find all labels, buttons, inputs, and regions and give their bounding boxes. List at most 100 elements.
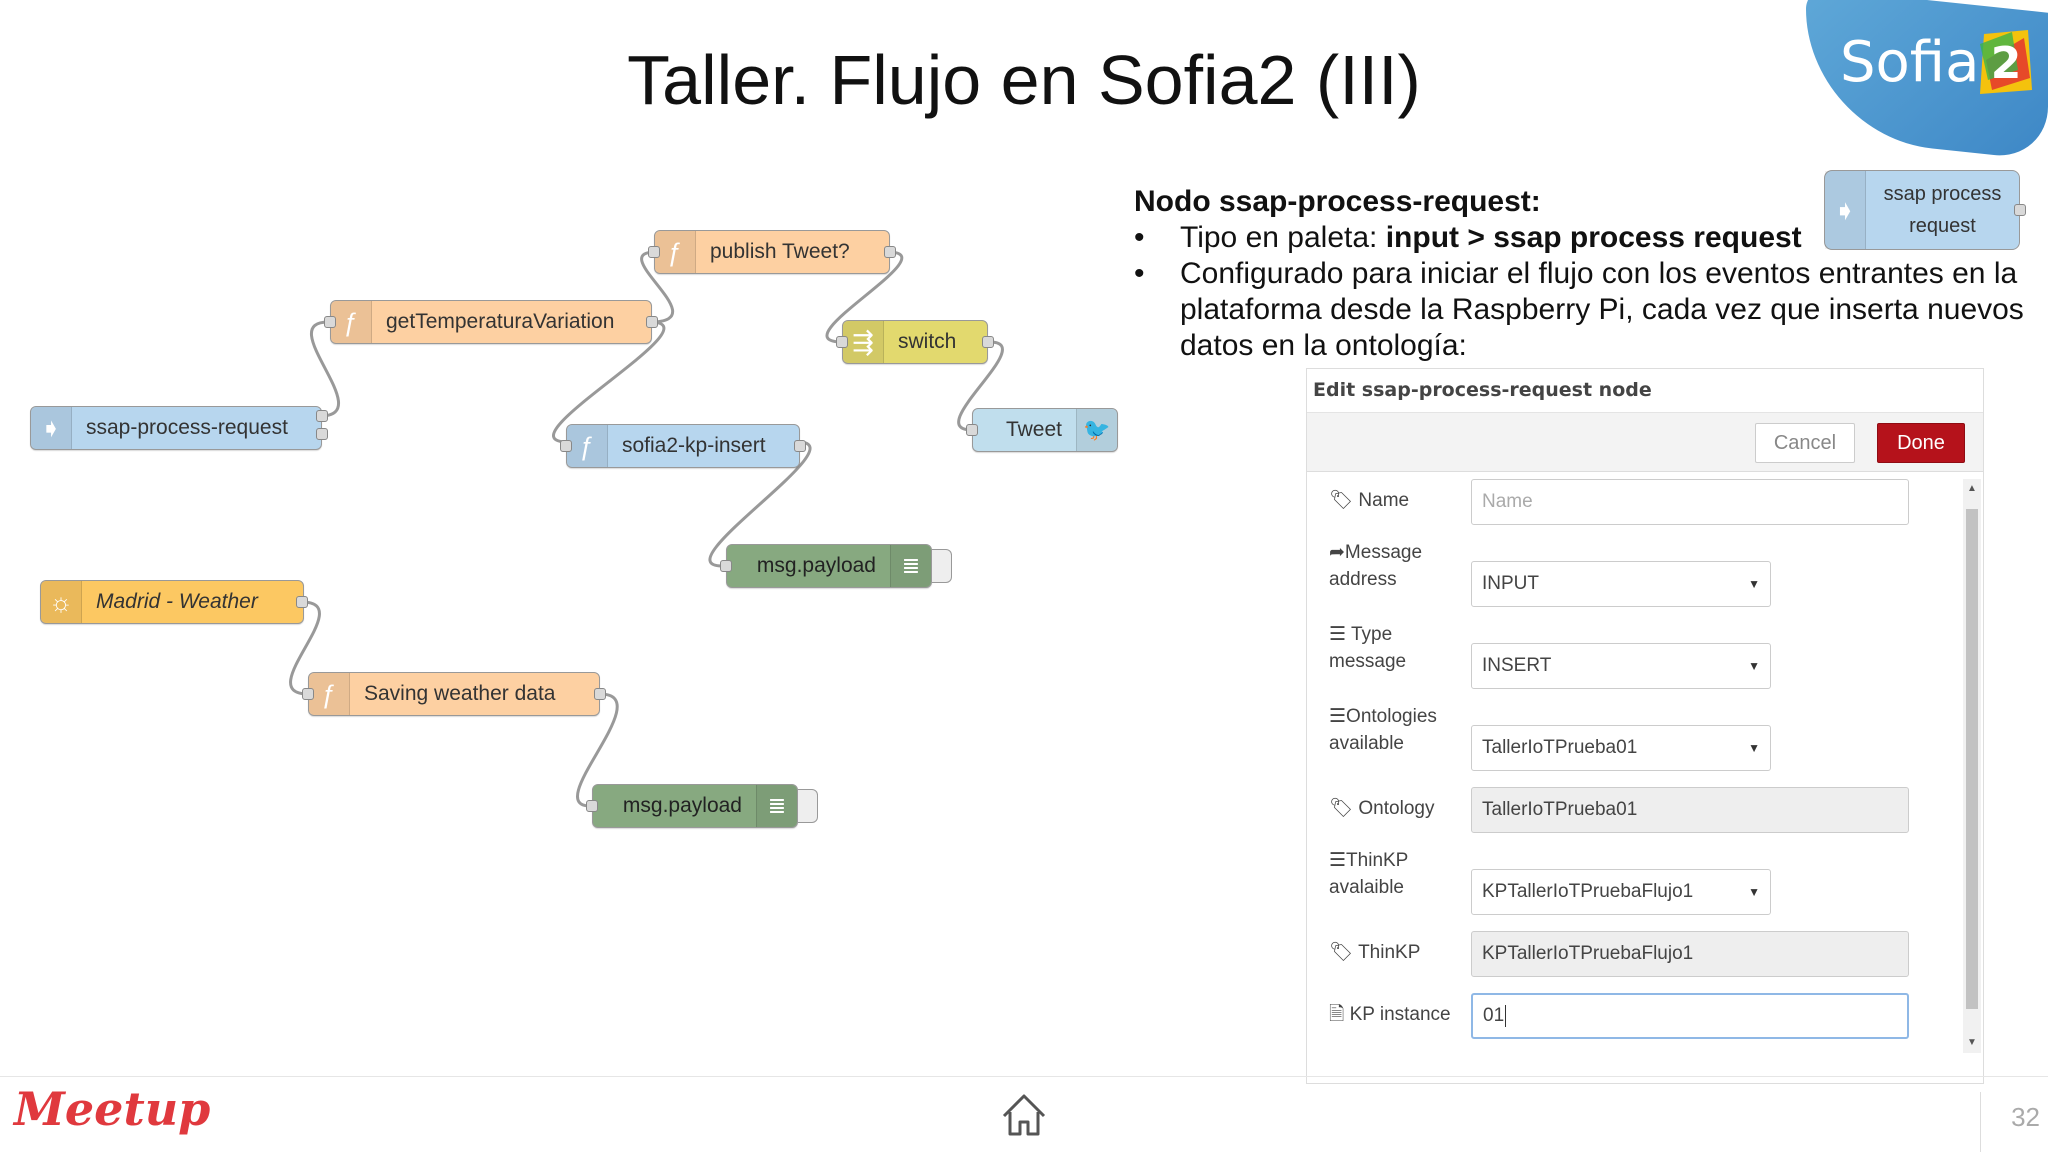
thinkp-select[interactable]: KPTallerIoTPruebaFlujo1▼ <box>1471 869 1771 915</box>
cancel-button[interactable]: Cancel <box>1755 423 1855 463</box>
description-list: Tipo en paleta: input > ssap process req… <box>1134 220 2034 364</box>
output-port[interactable] <box>982 336 994 348</box>
function-icon: ƒ <box>567 425 608 467</box>
input-port[interactable] <box>720 560 732 572</box>
select-value: INSERT <box>1482 655 1552 676</box>
wire-saving-to-debug <box>576 692 619 808</box>
home-icon[interactable] <box>1000 1092 1048 1138</box>
done-button[interactable]: Done <box>1877 423 1965 463</box>
name-input[interactable]: Name <box>1471 479 1909 525</box>
node-label: getTemperaturaVariation <box>386 310 615 333</box>
bullet-text: Tipo en paleta: <box>1180 221 1386 254</box>
flow-canvas[interactable]: ƒ publish Tweet? ƒ getTemperaturaVariati… <box>0 200 1140 860</box>
output-port-1[interactable] <box>316 410 328 422</box>
input-port[interactable] <box>302 688 314 700</box>
ontologies-select[interactable]: TallerIoTPrueba01 ▼ <box>1471 725 1771 771</box>
message-address-select[interactable]: INPUT▼ <box>1471 561 1771 607</box>
wire-publish-to-switch <box>825 250 904 344</box>
list-icon: ☰ <box>1329 706 1347 727</box>
footer-divider <box>0 1076 2048 1077</box>
chevron-down-icon: ▼ <box>1748 741 1760 755</box>
node-sofia2-kp-insert[interactable]: ƒ sofia2-kp-insert <box>566 424 800 468</box>
logo-text: Sofia <box>1840 30 1980 95</box>
input-arrow-icon: ➧ <box>1825 171 1866 249</box>
label-text: ThinKP <box>1346 850 1409 871</box>
page-number-divider <box>1980 1092 1981 1152</box>
node-label: Madrid - Weather <box>96 590 258 613</box>
tag-icon: 🏷 <box>1329 942 1354 963</box>
node-label: sofia2-kp-insert <box>622 434 766 457</box>
select-value: TallerIoTPrueba01 <box>1482 737 1638 758</box>
node-debug-msg-payload-2[interactable]: msg.payload ≣ <box>592 784 798 828</box>
palette-output-port <box>2014 204 2026 216</box>
list-icon: ☰ <box>1329 624 1347 645</box>
input-port[interactable] <box>648 246 660 258</box>
logo-badge-number: 2 <box>1991 38 2022 89</box>
output-port[interactable] <box>884 246 896 258</box>
node-tweet[interactable]: Tweet 🐦 <box>972 408 1118 452</box>
debug-toggle[interactable] <box>798 789 818 823</box>
node-label: msg.payload <box>756 554 876 577</box>
dialog-title: Edit ssap-process-request node <box>1307 369 1983 413</box>
sofia2-logo: Sofia 2 <box>1806 0 2048 161</box>
text-cursor <box>1505 1005 1507 1027</box>
chevron-down-icon: ▼ <box>1748 659 1760 673</box>
debug-toggle[interactable] <box>932 549 952 583</box>
function-icon: ƒ <box>655 231 696 273</box>
name-label: 🏷 Name <box>1329 487 1409 514</box>
node-publish-tweet[interactable]: ƒ publish Tweet? <box>654 230 890 274</box>
scrollbar-thumb[interactable] <box>1966 509 1978 1009</box>
scroll-down-icon[interactable]: ▼ <box>1967 1037 1977 1048</box>
ontology-label: 🏷 Ontology <box>1329 795 1434 822</box>
label-text: avalaible <box>1329 877 1404 898</box>
node-label: Saving weather data <box>364 682 556 705</box>
kp-instance-label: 🗎 KP instance <box>1329 1001 1451 1028</box>
input-port[interactable] <box>836 336 848 348</box>
wire-kpinsert-to-debug <box>708 440 812 568</box>
node-label: publish Tweet? <box>710 240 850 263</box>
label-text: Message <box>1344 542 1423 563</box>
share-arrow-icon: ➦ <box>1329 542 1345 563</box>
list-lines-icon: ≣ <box>756 785 797 827</box>
node-madrid-weather[interactable]: ☼ Madrid - Weather <box>40 580 304 624</box>
label-text: Ontologies <box>1346 706 1437 727</box>
node-switch[interactable]: ⇶ switch <box>842 320 988 364</box>
thinkp-input[interactable]: KPTallerIoTPruebaFlujo1 <box>1471 931 1909 977</box>
node-saving-weather-data[interactable]: ƒ Saving weather data <box>308 672 600 716</box>
node-get-temperatura-variation[interactable]: ƒ getTemperaturaVariation <box>330 300 652 344</box>
input-port[interactable] <box>324 316 336 328</box>
scroll-up-icon[interactable]: ▲ <box>1967 483 1977 494</box>
ontology-input[interactable]: TallerIoTPrueba01 <box>1471 787 1909 833</box>
file-icon: 🗎 <box>1329 1004 1345 1025</box>
input-port[interactable] <box>560 440 572 452</box>
input-value: 01 <box>1483 1005 1505 1026</box>
wire-gettemp-to-kpinsert <box>552 320 666 444</box>
edit-node-dialog: Edit ssap-process-request node Cancel Do… <box>1306 368 1984 1084</box>
kp-instance-input[interactable]: 01 <box>1471 993 1909 1039</box>
page-number: 32 <box>2011 1102 2040 1132</box>
node-debug-msg-payload-1[interactable]: msg.payload ≣ <box>726 544 932 588</box>
output-port[interactable] <box>646 316 658 328</box>
output-port[interactable] <box>296 596 308 608</box>
output-port-2[interactable] <box>316 428 328 440</box>
input-port[interactable] <box>586 800 598 812</box>
tag-icon: 🏷 <box>1329 798 1354 819</box>
tag-icon: 🏷 <box>1329 490 1354 511</box>
output-port[interactable] <box>594 688 606 700</box>
node-ssap-process-request[interactable]: ➧ ssap-process-request <box>30 406 322 450</box>
node-description: Nodo ssap-process-request: Tipo en palet… <box>1134 184 2034 364</box>
label-text: Name <box>1358 490 1410 511</box>
label-text: message <box>1329 651 1407 672</box>
label-text: Type <box>1350 624 1393 645</box>
output-port[interactable] <box>794 440 806 452</box>
wire-ssap-to-gettemp <box>309 320 341 418</box>
twitter-bird-icon: 🐦 <box>1076 409 1117 451</box>
input-port[interactable] <box>966 424 978 436</box>
type-message-select[interactable]: INSERT ▼ <box>1471 643 1771 689</box>
wire-weather-to-saving <box>289 600 321 696</box>
dialog-scrollbar[interactable]: ▲ ▼ <box>1963 479 1981 1053</box>
description-bullet-1: Tipo en paleta: input > ssap process req… <box>1134 220 2034 256</box>
label-text: available <box>1329 733 1404 754</box>
